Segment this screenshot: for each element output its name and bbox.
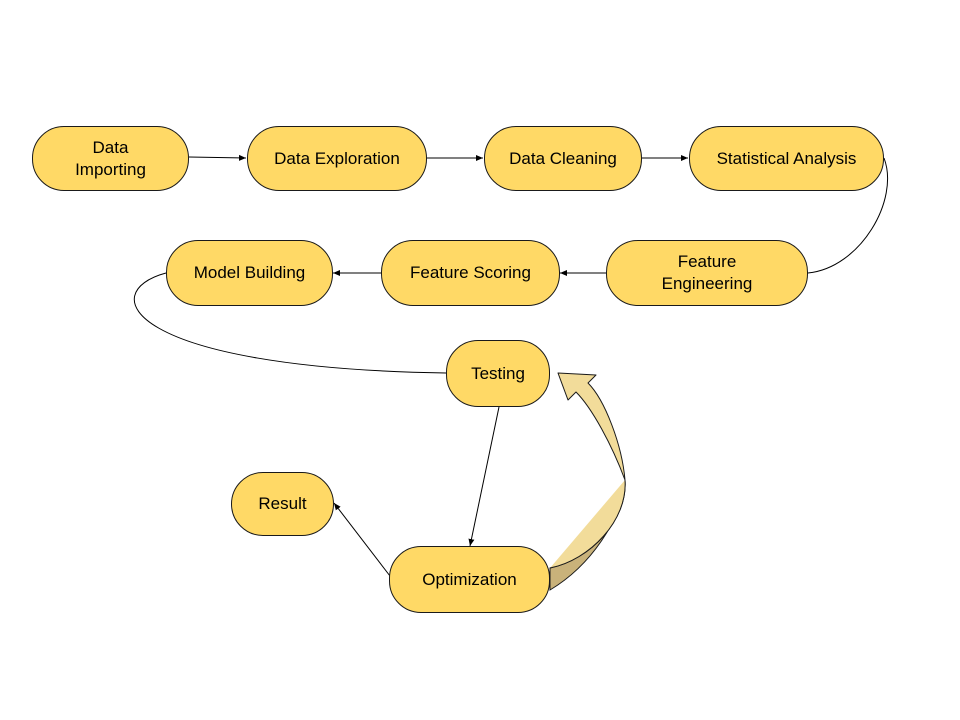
edge-model-building-to-testing [133, 272, 447, 374]
node-feature-engineering-label: Feature Engineering [661, 252, 753, 293]
edge-statistical-analysis-to-feature-engineering [807, 157, 889, 274]
node-result: Result [231, 472, 334, 536]
node-statistical-analysis-label: Statistical Analysis [716, 148, 857, 168]
edge-testing-to-optimization [468, 406, 500, 547]
node-data-importing: Data Importing [32, 126, 189, 191]
edge-data-importing-to-data-exploration [188, 154, 247, 161]
feedback-arrow-optimization-to-testing [549, 372, 626, 591]
node-feature-engineering: Feature Engineering [606, 240, 808, 306]
node-data-cleaning: Data Cleaning [484, 126, 642, 191]
node-result-label: Result [258, 494, 307, 513]
node-testing: Testing [446, 340, 550, 407]
node-optimization: Optimization [389, 546, 550, 613]
node-feature-scoring-label: Feature Scoring [410, 263, 531, 282]
node-testing-label: Testing [471, 363, 525, 383]
node-data-importing-label: Data Importing [75, 137, 146, 179]
node-data-exploration: Data Exploration [247, 126, 427, 191]
node-statistical-analysis: Statistical Analysis [689, 126, 884, 191]
feedback-arrow-body [549, 372, 626, 569]
edge-optimization-to-result [333, 502, 391, 577]
node-model-building: Model Building [166, 240, 333, 306]
node-model-building-label: Model Building [193, 263, 306, 282]
node-optimization-label: Optimization [422, 569, 517, 589]
node-feature-scoring: Feature Scoring [381, 240, 560, 306]
node-data-exploration-label: Data Exploration [274, 148, 400, 168]
node-data-cleaning-label: Data Cleaning [509, 148, 617, 168]
